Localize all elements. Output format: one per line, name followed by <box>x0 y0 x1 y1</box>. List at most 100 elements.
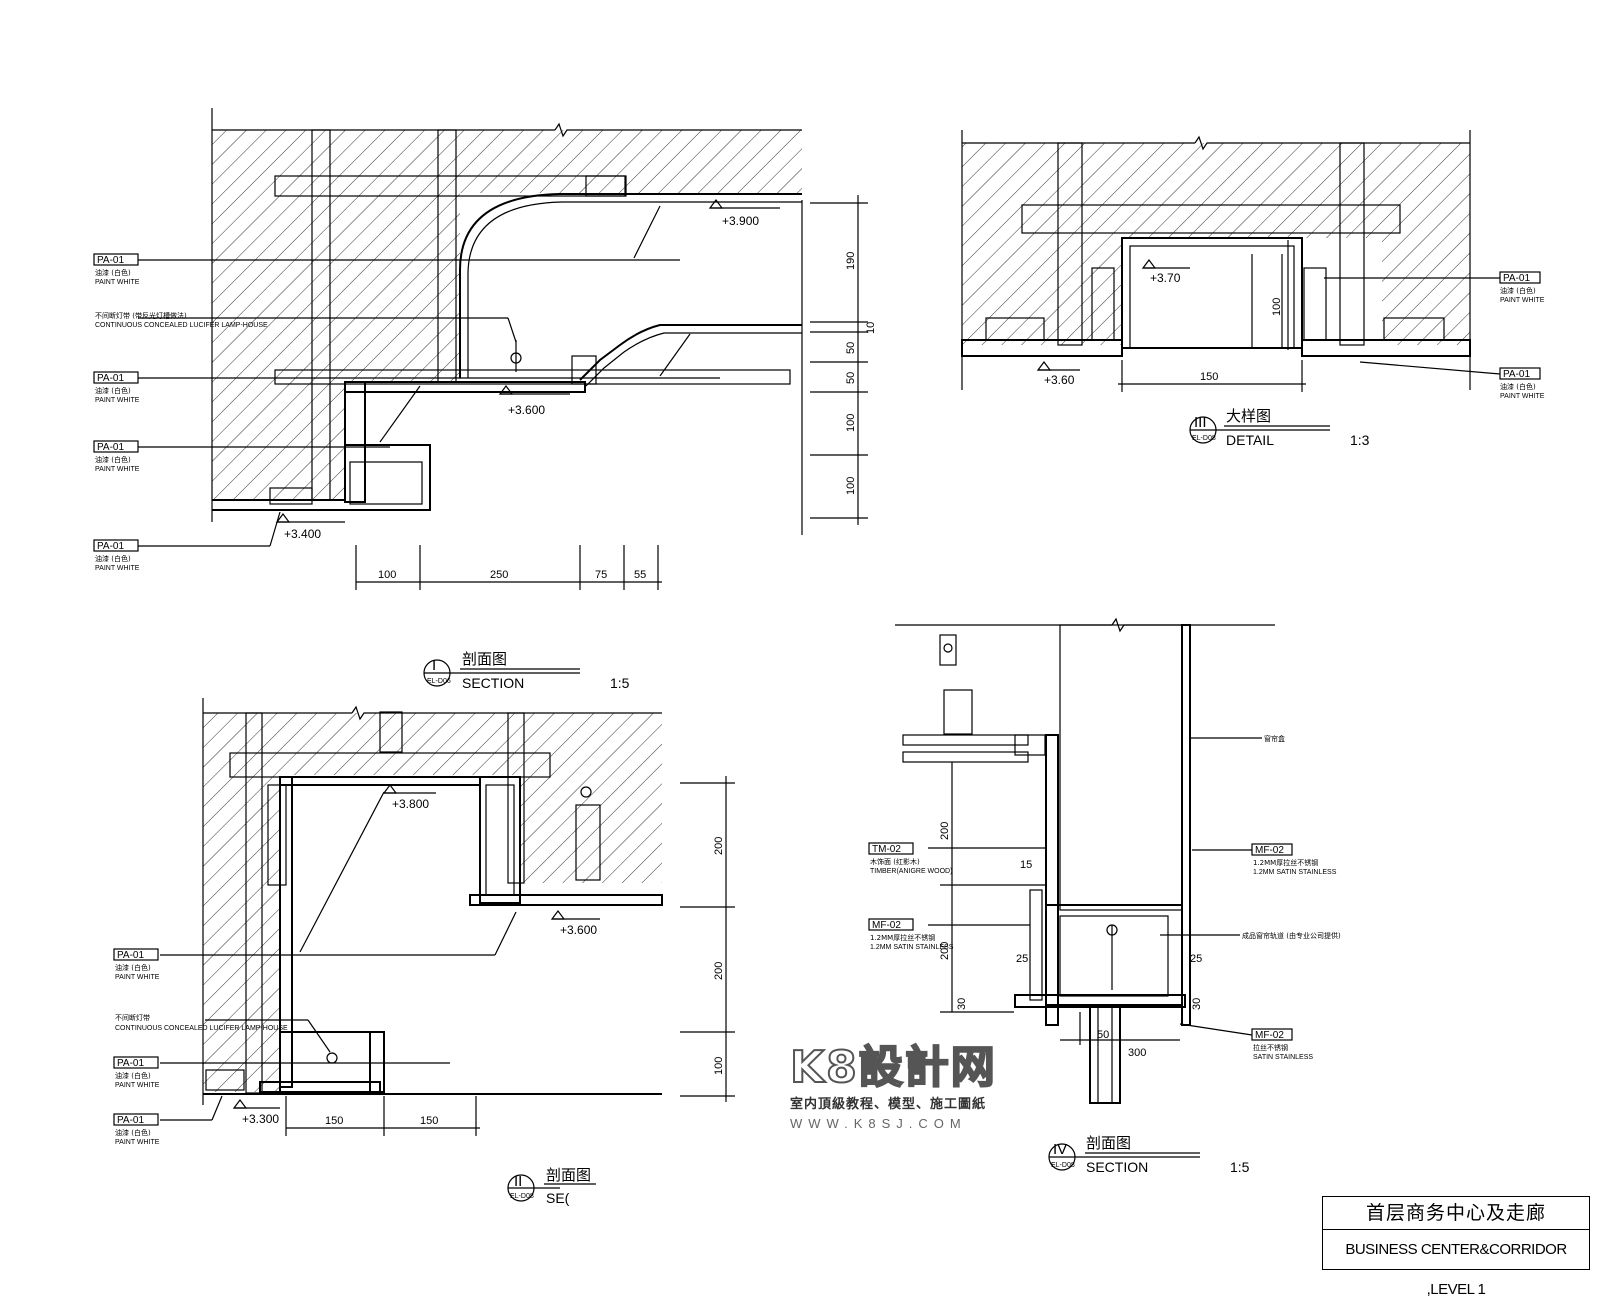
tag-cn: 不间断灯带 <box>115 1013 150 1022</box>
level-370: +3.70 <box>1150 271 1181 285</box>
tag-code: PA-01 <box>117 1115 144 1126</box>
tag-code: PA-01 <box>97 541 124 552</box>
tag-cn: 油漆 (白色) <box>115 963 151 972</box>
watermark-subtitle: 室内頂級教程、模型、施工圖紙 <box>790 1097 987 1112</box>
dim-100: 100 <box>378 569 396 581</box>
section-title-en: DETAIL <box>1226 432 1274 448</box>
tag-cn: 油漆 (白色) <box>115 1071 151 1080</box>
watermark-url: WWW.K8SJ.COM <box>790 1116 967 1131</box>
tag-cn: 油漆 (白色) <box>95 268 131 277</box>
tag-code: PA-01 <box>117 950 144 961</box>
tag-code: PA-01 <box>97 373 124 384</box>
tag-code: TM-02 <box>872 844 901 855</box>
tag-code: MF-02 <box>1255 1030 1284 1041</box>
section-scale: 1:5 <box>610 675 630 691</box>
tag-en: SATIN STAINLESS <box>1253 1054 1313 1061</box>
section-ref: EL-D06 <box>427 678 451 685</box>
section-ref: EL-D08 <box>1192 435 1216 442</box>
drawing-title-en: BUSINESS CENTER&CORRIDOR ,LEVEL 1 <box>1345 1241 1567 1298</box>
tag-en: CONTINUOUS CONCEALED LUCIFER LAMP-HOUSE <box>95 322 268 329</box>
dim-190: 190 <box>845 252 857 270</box>
dim-200: 200 <box>939 942 951 960</box>
dim-150: 150 <box>325 1115 343 1127</box>
section-ref: EL-D08 <box>510 1193 534 1200</box>
tag-code: PA-01 <box>97 255 124 266</box>
tag-en: PAINT WHITE <box>115 974 160 981</box>
section-ref: EL-D08 <box>1051 1162 1075 1169</box>
level-3800: +3.800 <box>392 797 429 811</box>
tag-cn: 油漆 (白色) <box>95 455 131 464</box>
tag-en: PAINT WHITE <box>95 565 140 572</box>
dim-100: 100 <box>1271 298 1283 316</box>
dim-25: 25 <box>1190 953 1202 965</box>
tag-cn: 油漆 (白色) <box>1500 286 1536 295</box>
dim-50: 50 <box>845 372 857 384</box>
dim-55: 55 <box>634 569 646 581</box>
tag-cn: 1.2MM厚拉丝不锈钢 <box>870 933 935 942</box>
dim-75: 75 <box>595 569 607 581</box>
tag-en: PAINT WHITE <box>1500 297 1545 304</box>
tag-code: MF-02 <box>1255 845 1284 856</box>
dim-300: 300 <box>1128 1047 1146 1059</box>
section-IV-drawing <box>868 617 1293 1171</box>
section-title-en: SECTION <box>1086 1159 1148 1175</box>
level-3900: +3.900 <box>722 214 759 228</box>
watermark: K8設計网 室内頂級教程、模型、施工圖紙 WWW.K8SJ.COM <box>789 1042 1020 1132</box>
section-scale: 1:3 <box>1350 432 1370 448</box>
tag-cn: 1.2MM厚拉丝不锈钢 <box>1253 858 1318 867</box>
section-III-drawing <box>961 130 1541 444</box>
dim-200: 200 <box>713 837 725 855</box>
section-I-drawing <box>93 108 868 687</box>
dim-30: 30 <box>1191 998 1203 1010</box>
tag-en: 1.2MM SATIN STAINLESS <box>870 944 954 951</box>
section-title-cn: 剖面图 <box>462 650 507 668</box>
tag-code: MF-02 <box>872 920 901 931</box>
dim-50: 50 <box>1097 1029 1109 1041</box>
tag-code: PA-01 <box>97 442 124 453</box>
dim-25: 25 <box>1016 953 1028 965</box>
level-3600: +3.600 <box>560 923 597 937</box>
section-number: I <box>432 657 436 674</box>
tag-en: PAINT WHITE <box>95 466 140 473</box>
tag-cn: 木饰面 (红影木) <box>870 857 920 866</box>
tag-cn: 拉丝不锈钢 <box>1253 1043 1288 1052</box>
dim-100: 100 <box>713 1057 725 1075</box>
watermark-logo: K8設計网 <box>789 1042 997 1093</box>
level-3600: +3.600 <box>508 403 545 417</box>
tag-en: 1.2MM SATIN STAINLESS <box>1253 869 1337 876</box>
drawing-canvas: +3.900 +3.600 +3.400 PA-01 油漆 (白色) PAINT… <box>93 108 1545 1206</box>
section-title-cn: 大样图 <box>1226 407 1271 425</box>
note-curtain-track: 成品窗帘轨道 (由专业公司提供) <box>1242 931 1341 940</box>
dim-200: 200 <box>939 822 951 840</box>
dim-200: 200 <box>713 962 725 980</box>
level-3300: +3.300 <box>242 1112 279 1126</box>
tag-cn: 油漆 (白色) <box>1500 382 1536 391</box>
tag-en: PAINT WHITE <box>115 1082 160 1089</box>
tag-en: CONTINUOUS CONCEALED LUCIFER LAMP-HOUSE <box>115 1025 288 1032</box>
dim-100: 100 <box>845 414 857 432</box>
drawing-title-cn: 首层商务中心及走廊 <box>1323 1197 1589 1230</box>
dim-50: 50 <box>845 342 857 354</box>
level-3400: +3.400 <box>284 527 321 541</box>
tag-en: PAINT WHITE <box>95 279 140 286</box>
section-title-en: SECTION <box>462 675 524 691</box>
note-curtain-box: 窗帘盒 <box>1264 734 1285 743</box>
tag-en: PAINT WHITE <box>1500 393 1545 400</box>
section-title-en: SE( <box>546 1190 570 1206</box>
dim-150: 150 <box>420 1115 438 1127</box>
section-scale: 1:5 <box>1230 1159 1250 1175</box>
tag-cn: 油漆 (白色) <box>115 1128 151 1137</box>
dim-30: 30 <box>956 998 968 1010</box>
tag-code: PA-01 <box>1503 273 1530 284</box>
dim-250: 250 <box>490 569 508 581</box>
dim-15: 15 <box>1020 859 1032 871</box>
section-number: II <box>514 1173 522 1190</box>
tag-code: PA-01 <box>1503 369 1530 380</box>
tag-cn: 油漆 (白色) <box>95 386 131 395</box>
tag-code: PA-01 <box>117 1058 144 1069</box>
section-title-cn: 剖面图 <box>1086 1134 1131 1152</box>
tag-en: TIMBER(ANIGRE WOOD) <box>870 868 952 875</box>
tag-cn: 不间断灯带 (带反光灯槽做法) <box>95 311 187 320</box>
tag-en: PAINT WHITE <box>115 1139 160 1146</box>
section-title-cn: 剖面图 <box>546 1166 591 1184</box>
